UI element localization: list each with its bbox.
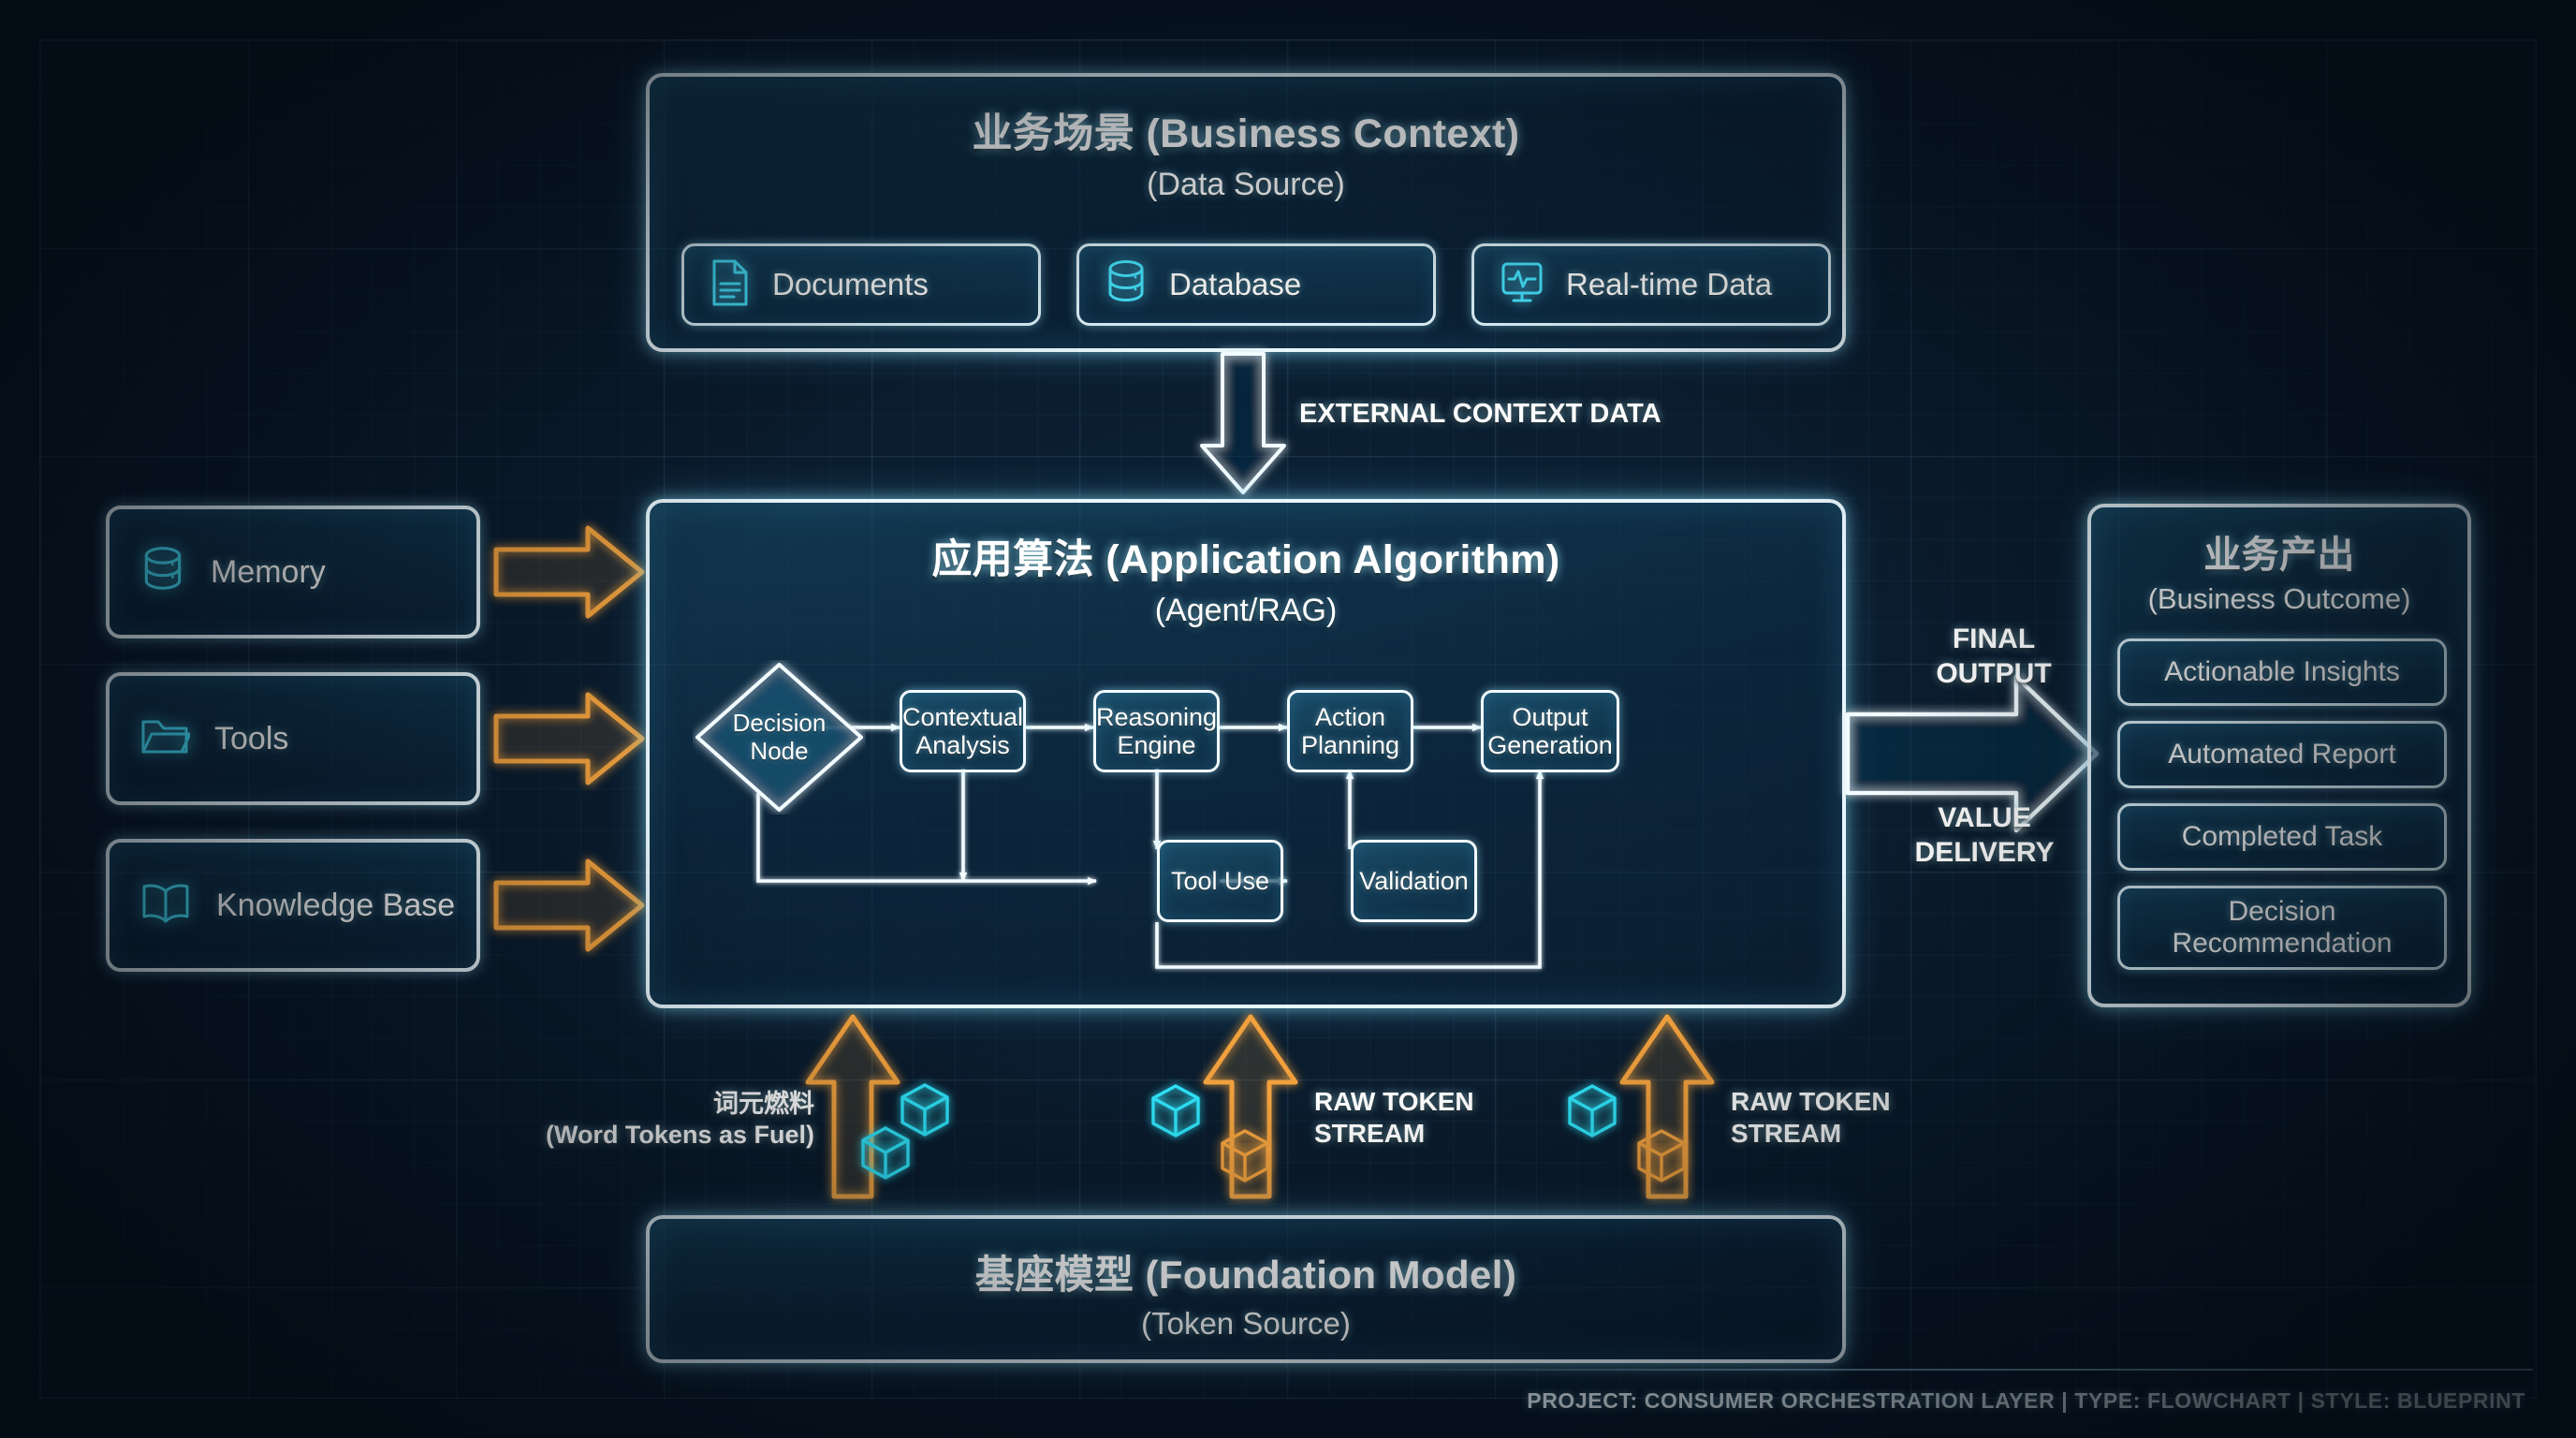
outcome-item-decision-recommendation[interactable]: Decision Recommendation [2117,886,2447,970]
flow-node-validation[interactable]: Validation [1351,840,1477,922]
business-outcome-subtitle: (Business Outcome) [2147,582,2411,615]
token-cube-icon [1221,1129,1269,1182]
foundation-model-panel: 基座模型 (Foundation Model) (Token Source) [646,1215,1846,1363]
external-context-arrow [1200,352,1286,494]
outcome-item-automated-report[interactable]: Automated Report [2117,721,2447,788]
up-arrow-icon [1203,1014,1298,1199]
token-stream-label-2: RAW TOKEN STREAM [1314,1087,1474,1149]
flow-node-reasoning-engine[interactable]: Reasoning Engine [1093,690,1220,772]
token-cube-group-1 [861,1083,949,1180]
token-stream-arrow-2 [1203,1014,1298,1199]
token-stream-label-3: RAW TOKEN STREAM [1731,1087,1891,1149]
right-arrow-icon [493,525,645,619]
source-chip-label: Database [1169,267,1302,301]
external-context-data-label: EXTERNAL CONTEXT DATA [1299,399,1661,429]
monitor-pulse-icon [1499,259,1545,311]
token-stream-arrow-1 [805,1014,900,1199]
document-icon [709,258,752,312]
token-cube-group-2 [1151,1084,1269,1182]
business-context-subtitle: (Data Source) [1147,167,1345,202]
source-chip-label: Real-time Data [1566,267,1773,301]
input-card-knowledge-base[interactable]: Knowledge Base [106,839,480,972]
flow-node-action-planning[interactable]: Action Planning [1287,690,1413,772]
business-outcome-title: 业务产出 [2203,535,2355,576]
folder-icon [139,714,192,764]
footer-divider [1363,1369,2533,1371]
footer-metadata: PROJECT: CONSUMER ORCHESTRATION LAYER | … [1527,1388,2525,1413]
right-arrow-icon [493,858,645,952]
token-cube-icon [861,1126,910,1180]
token-stream-arrow-3 [1619,1014,1715,1199]
right-arrow-icon [493,692,645,785]
flow-node-output-generation[interactable]: Output Generation [1481,690,1619,772]
outcome-item-completed-task[interactable]: Completed Task [2117,803,2447,871]
token-cube-icon [1637,1129,1686,1182]
input-card-label: Tools [214,720,289,756]
up-arrow-icon [805,1014,900,1199]
up-arrow-icon [1619,1014,1715,1199]
database-icon [139,545,186,600]
open-book-icon [139,881,192,931]
database-icon [1104,258,1149,312]
business-context-panel: 业务场景 (Business Context) (Data Source) Do… [646,73,1846,352]
input-card-memory[interactable]: Memory [106,506,480,638]
outcome-item-actionable-insights[interactable]: Actionable Insights [2117,638,2447,706]
final-output-label: FINAL OUTPUT [1936,624,2052,689]
application-algorithm-subtitle: (Agent/RAG) [1154,593,1338,628]
input-card-tools[interactable]: Tools [106,672,480,805]
foundation-model-title: 基座模型 (Foundation Model) [974,1253,1517,1297]
token-stream-label-1: 词元燃料 (Word Tokens as Fuel) [545,1090,814,1149]
source-chip-database[interactable]: Database [1076,243,1436,326]
business-context-title: 业务场景 (Business Context) [972,111,1520,156]
source-chip-realtime-data[interactable]: Real-time Data [1471,243,1831,326]
value-delivery-label: VALUE DELIVERY [1914,802,2055,868]
flow-node-contextual-analysis[interactable]: Contextual Analysis [900,690,1026,772]
input-card-label: Memory [211,553,326,590]
business-outcome-panel: 业务产出 (Business Outcome) Actionable Insig… [2087,504,2471,1007]
flow-node-tool-use[interactable]: Tool Use [1157,840,1283,922]
source-chip-label: Documents [772,267,929,301]
token-cube-icon [900,1083,949,1137]
input-card-label: Knowledge Base [216,887,456,923]
application-algorithm-title: 应用算法 (Application Algorithm) [931,537,1560,582]
source-chip-documents[interactable]: Documents [681,243,1041,326]
flow-node-decision[interactable]: Decision Node [693,660,866,814]
token-cube-icon [1151,1084,1200,1137]
foundation-model-subtitle: (Token Source) [1141,1306,1351,1341]
